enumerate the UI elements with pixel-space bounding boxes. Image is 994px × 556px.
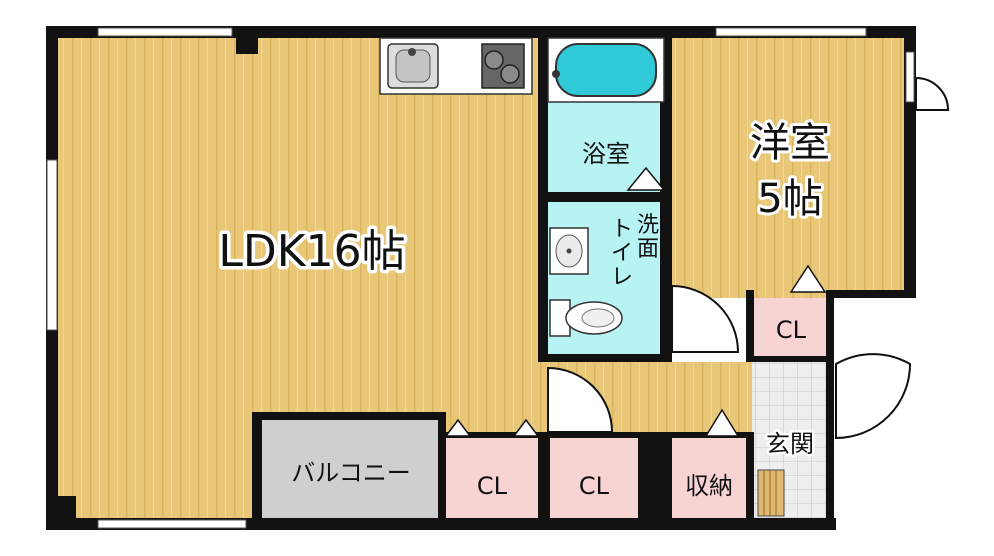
closet-mid-1-label: CL: [477, 472, 508, 500]
windows: [46, 27, 915, 529]
window-south-ldk: [97, 519, 247, 529]
western-room-size-label: 5帖: [757, 176, 822, 222]
window-east-room: [905, 51, 915, 103]
toilet-label: トイレ: [611, 217, 633, 290]
closet-mid-2-floor: [550, 438, 638, 520]
door-swing-icon: [547, 76, 950, 440]
window-north-room: [715, 27, 867, 37]
window-west-ldk: [46, 159, 58, 331]
washroom-label: 洗面: [637, 213, 659, 262]
entrance-label: 玄関: [766, 430, 814, 458]
stove-icon: [481, 43, 525, 89]
washbasin-icon: [549, 227, 589, 275]
closet-mid-1-floor: [446, 438, 538, 520]
bath-label: 浴室: [582, 140, 630, 168]
closet-west-floor: [754, 298, 828, 356]
room-labels: LDK16帖 洋室 5帖 浴室 バルコニー 玄関 収納 CL CL CL: [215, 117, 833, 500]
vertical-labels: 洗面 トイレ: [611, 213, 659, 290]
toilet-icon: [549, 299, 623, 337]
window-north-ldk: [97, 27, 233, 37]
sink-icon: [387, 43, 439, 89]
balcony-floor: [262, 420, 440, 520]
bathtub-icon: [547, 37, 665, 103]
closet-west-label: CL: [776, 316, 807, 344]
western-room-name-label: 洋室: [750, 120, 830, 166]
western-room-floor: [670, 36, 912, 298]
storage-floor: [672, 438, 746, 520]
closet-mid-2-label: CL: [579, 472, 610, 500]
balcony-label: バルコニー: [291, 459, 411, 487]
ldk-label: LDK16帖: [218, 226, 405, 277]
closet-markers: [444, 166, 827, 437]
stairs-icon: [757, 469, 785, 517]
storage-label: 収納: [685, 472, 733, 500]
kitchen-counter: [379, 37, 533, 95]
